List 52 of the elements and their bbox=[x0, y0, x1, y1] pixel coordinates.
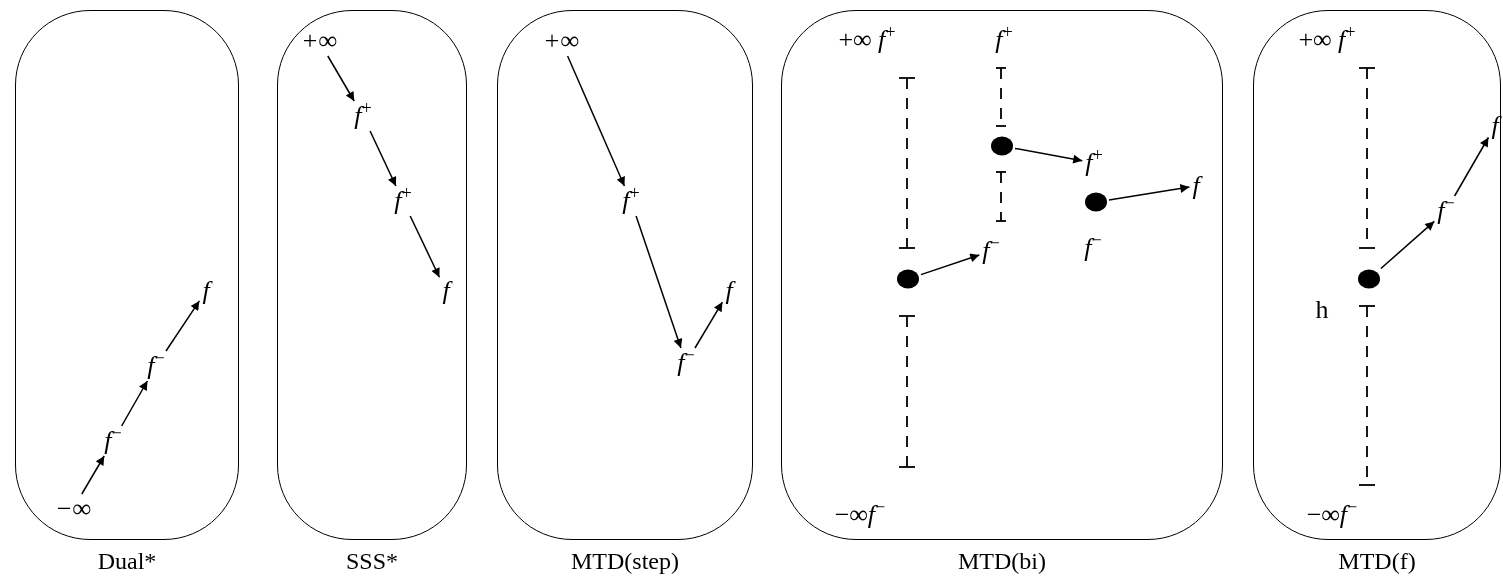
term-label: f bbox=[1490, 112, 1500, 140]
term-label: f bbox=[724, 277, 734, 305]
rounded-panel bbox=[781, 10, 1223, 540]
term-label: f$^{+}$ bbox=[353, 102, 373, 130]
term-label: f$^{+}$ bbox=[393, 187, 413, 215]
panel-caption: SSS* bbox=[344, 547, 399, 576]
term-label: +∞ bbox=[299, 27, 339, 55]
panel-caption: MTD(bi) bbox=[957, 547, 1047, 576]
term-label: f bbox=[441, 277, 451, 305]
arrow bbox=[409, 215, 441, 278]
arrow bbox=[1108, 184, 1191, 201]
arrow bbox=[635, 215, 683, 349]
arrow bbox=[694, 301, 724, 349]
term-label: f$^{−}$ bbox=[146, 352, 166, 380]
arrow bbox=[369, 130, 397, 187]
term-label: f bbox=[1191, 172, 1201, 200]
arrow bbox=[920, 253, 981, 276]
term-label: +∞ bbox=[541, 27, 581, 55]
dot bbox=[897, 269, 919, 289]
arrow bbox=[81, 455, 105, 495]
panel-caption: MTD(step) bbox=[570, 547, 680, 576]
bound-label: f$^{+}$ bbox=[995, 26, 1013, 54]
term-label: f$^{−}$ bbox=[981, 237, 1001, 265]
rounded-panel bbox=[277, 10, 467, 540]
arrow bbox=[165, 300, 201, 352]
term-label: f$^{+}$ bbox=[621, 187, 641, 215]
term-label: f$^{−}$ bbox=[103, 427, 123, 455]
bound-label: −∞f$^{−}$ bbox=[834, 501, 886, 529]
dot bbox=[1358, 269, 1380, 289]
term-label: −∞ bbox=[53, 495, 93, 523]
term-label: f bbox=[201, 277, 211, 305]
term-label: f$^{−}$ bbox=[676, 349, 696, 377]
bound-label: f$^{−}$ bbox=[1084, 234, 1102, 262]
arrow bbox=[120, 380, 149, 427]
arrow bbox=[1380, 220, 1436, 270]
dot bbox=[1085, 192, 1107, 212]
arrow bbox=[1453, 136, 1490, 197]
term-label: f$^{+}$ bbox=[1084, 149, 1104, 177]
bound-label: +∞ f$^{+}$ bbox=[1298, 26, 1356, 54]
dot bbox=[991, 136, 1013, 156]
arrow bbox=[1014, 147, 1084, 164]
arrow bbox=[566, 55, 626, 187]
bound-label: −∞f$^{−}$ bbox=[1306, 501, 1358, 529]
panel-caption: MTD(f) bbox=[1337, 547, 1417, 576]
rounded-panel bbox=[15, 10, 239, 540]
term-label: f$^{−}$ bbox=[1436, 197, 1456, 225]
arrow bbox=[327, 55, 355, 102]
rounded-panel bbox=[1253, 10, 1501, 540]
bound-label: +∞ f$^{+}$ bbox=[838, 26, 896, 54]
panel-caption: Dual* bbox=[96, 547, 158, 576]
rounded-panel bbox=[497, 10, 753, 540]
bound-label: h bbox=[1315, 296, 1329, 324]
